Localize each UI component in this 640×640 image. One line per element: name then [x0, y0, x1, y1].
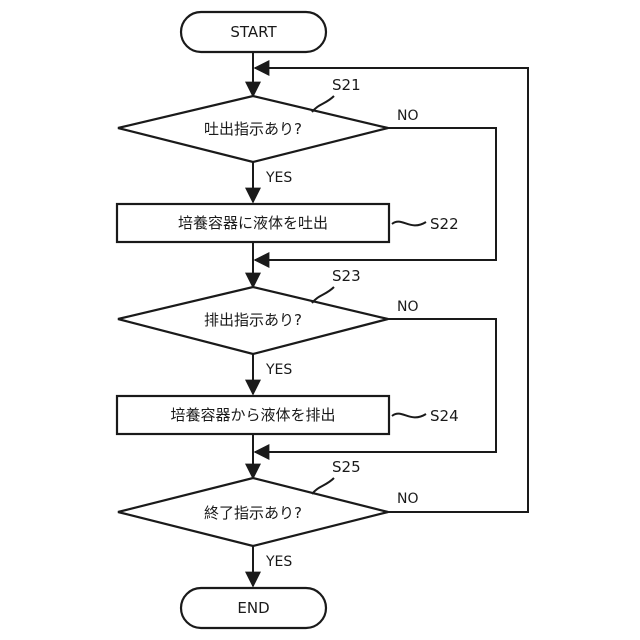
- leader-s24: [392, 414, 426, 418]
- leader-s25: [312, 478, 334, 494]
- yes-label-s25: YES: [265, 554, 292, 570]
- no-label-s23: NO: [397, 299, 419, 315]
- yes-label-s21: YES: [265, 170, 292, 186]
- step-id-s22: S22: [430, 215, 459, 233]
- yes-label-s23: YES: [265, 362, 292, 378]
- step-id-s23: S23: [332, 267, 361, 285]
- step-id-s21: S21: [332, 76, 361, 94]
- end-label: END: [237, 599, 269, 617]
- leader-s23: [312, 287, 334, 303]
- start-label: START: [230, 23, 277, 41]
- decision-s25-text: 終了指示あり?: [204, 504, 302, 522]
- leader-s22: [392, 222, 426, 226]
- process-s22-text: 培養容器に液体を吐出: [178, 214, 328, 232]
- step-id-s25: S25: [332, 458, 361, 476]
- leader-s21: [312, 96, 334, 112]
- step-id-s24: S24: [430, 407, 459, 425]
- process-s24-text: 培養容器から液体を排出: [170, 406, 335, 424]
- no-label-s25: NO: [397, 491, 419, 507]
- decision-s21-text: 吐出指示あり?: [204, 120, 302, 138]
- no-label-s21: NO: [397, 108, 419, 124]
- decision-s23-text: 排出指示あり?: [204, 311, 302, 329]
